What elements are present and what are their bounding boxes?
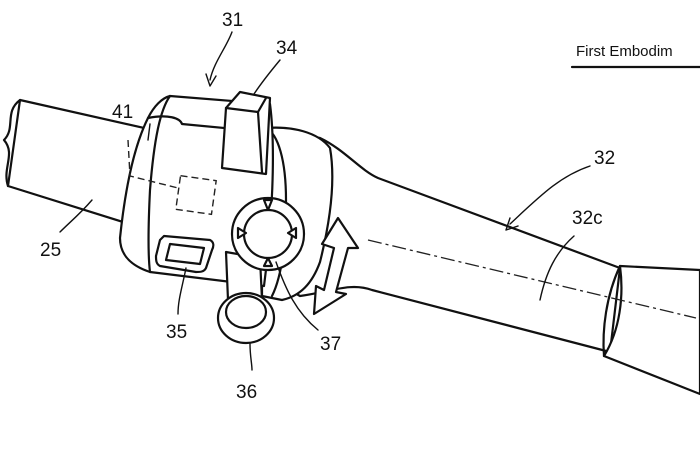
ref-32c: 32c (572, 208, 603, 229)
ref-32: 32 (594, 148, 615, 169)
leader-lines (59, 31, 591, 371)
ref-35: 35 (166, 322, 187, 343)
button-35 (154, 234, 215, 274)
ref-31: 31 (222, 10, 243, 31)
hidden-switch-41 (127, 139, 217, 216)
upper-switch-34 (220, 90, 272, 176)
figure-title: First Embodim (576, 43, 673, 60)
ref-34: 34 (276, 38, 298, 59)
handlebar-pipe (2, 98, 164, 234)
ref-25: 25 (40, 240, 61, 261)
ref-37: 37 (320, 334, 341, 355)
joystick-37 (230, 196, 306, 272)
button-36 (216, 291, 276, 345)
grip-end (602, 264, 700, 396)
ref-36: 36 (236, 382, 257, 403)
grip-axis-line (367, 239, 697, 319)
ref-41: 41 (112, 102, 133, 123)
operation-arrow (312, 216, 360, 316)
